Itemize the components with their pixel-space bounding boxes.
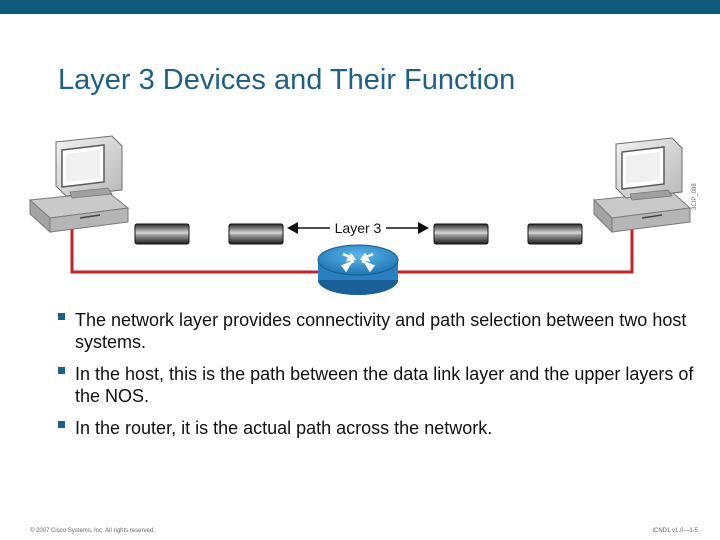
bullet-item: In the router, it is the actual path acr… [58, 417, 698, 439]
footer-copyright: © 2007 Cisco Systems, Inc. All rights re… [30, 528, 155, 534]
segment-2-network-segment-icon [228, 223, 284, 245]
router-icon [317, 244, 399, 295]
figure-id: 3CIP_088 [692, 183, 698, 210]
layer-3-arrow [287, 222, 429, 234]
bullet-square-icon [58, 421, 65, 428]
bullet-item: The network layer provides connectivity … [58, 309, 698, 353]
footer-course: ICND1 v1.0—1-5 [652, 528, 698, 534]
segment-4-network-segment-icon [527, 223, 583, 245]
bullet-square-icon [58, 367, 65, 374]
network-diagram: 3CIP_088 Layer 3 [28, 135, 698, 295]
header-bar [0, 0, 720, 14]
bullet-text: The network layer provides connectivity … [75, 310, 687, 352]
slide-title: Layer 3 Devices and Their Function [58, 64, 516, 96]
bullet-list: The network layer provides connectivity … [58, 309, 698, 449]
bullet-text: In the host, this is the path between th… [75, 364, 694, 406]
bullet-text: In the router, it is the actual path acr… [75, 418, 493, 438]
right-host-computer-icon [592, 137, 692, 234]
bullet-square-icon [58, 313, 65, 320]
segment-1-network-segment-icon [134, 223, 190, 245]
bullet-item: In the host, this is the path between th… [58, 363, 698, 407]
layer-3-label: Layer 3 [335, 220, 382, 236]
segment-3-network-segment-icon [433, 223, 489, 245]
left-host-computer-icon [28, 135, 130, 234]
